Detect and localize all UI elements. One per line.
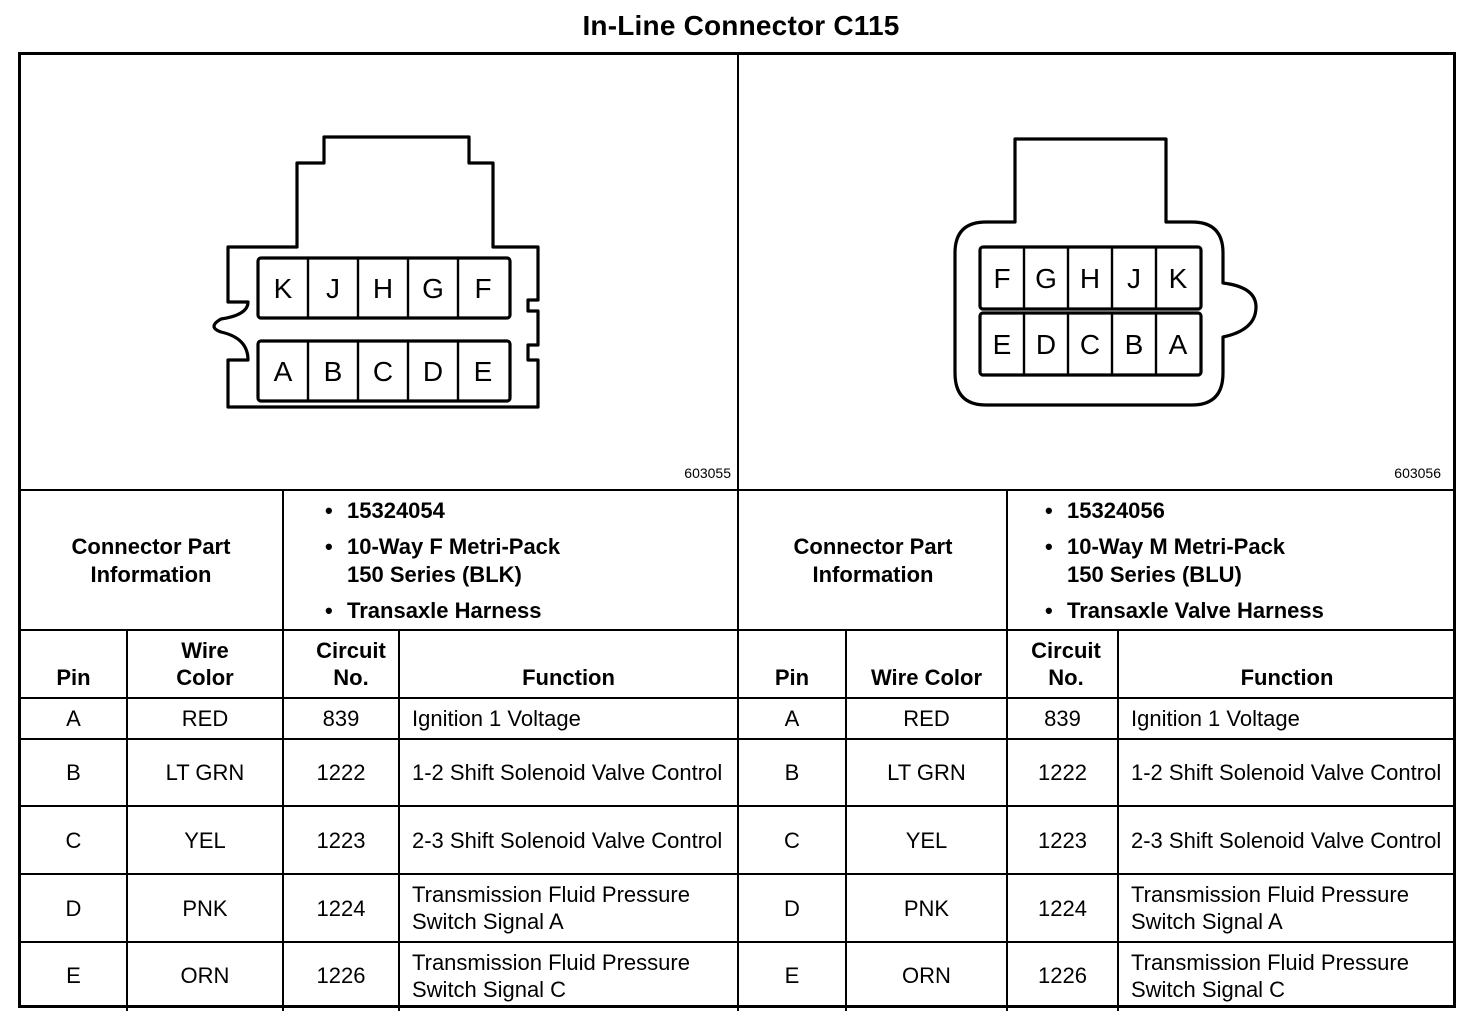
pin-label-b: B — [324, 356, 343, 387]
harness: Transaxle Harness — [323, 597, 733, 625]
pin-cell: C — [784, 827, 800, 853]
pin-label-h: H — [373, 273, 393, 304]
wire-color-cell: YEL — [184, 827, 226, 853]
connector-part-info-left: 15324054 10-Way F Metri-Pack 150 Series … — [323, 497, 733, 625]
header-pin-right: Pin — [774, 665, 810, 690]
circuit-cell: 1224 — [1038, 895, 1087, 921]
function-cell: Transmission Fluid Pressure Switch Signa… — [412, 882, 690, 934]
wire-color-cell: PNK — [903, 895, 950, 921]
pin-label-k: K — [274, 273, 293, 304]
wire-color-cell: PNK — [182, 895, 228, 921]
wire-color-cell: YEL — [905, 827, 948, 853]
function-cell: Ignition 1 Voltage — [412, 706, 581, 731]
header-pin-left: Pin — [56, 665, 91, 690]
pin-label-g: G — [1035, 263, 1057, 294]
wire-color-cell: LT GRN — [887, 760, 966, 785]
pin-cell: E — [784, 963, 800, 988]
header-circuit-left: Circuit No. — [316, 638, 386, 690]
pin-label-k: K — [1169, 263, 1188, 294]
drawing-number-left: 603055 — [684, 465, 731, 481]
header-function-left: Function — [522, 665, 615, 690]
connector-type: 10-Way F Metri-Pack — [323, 533, 733, 561]
connector-part-info-label-left: Connector Part Information — [71, 534, 231, 587]
function-cell: 2-3 Shift Solenoid Valve Control — [412, 827, 723, 853]
pin-label-h: H — [1080, 263, 1100, 294]
function-cell: 1-2 Shift Solenoid Valve Control — [1131, 760, 1442, 785]
page-title: In-Line Connector C115 — [582, 10, 900, 41]
part-number: 15324054 — [323, 497, 733, 525]
pin-cell: E — [66, 963, 81, 988]
center-divider — [737, 55, 739, 1011]
pin-label-a: A — [274, 356, 293, 387]
pin-label-f: F — [993, 263, 1010, 294]
header-circuit-right: Circuit No. — [1031, 638, 1101, 690]
pin-label-e: E — [993, 329, 1012, 360]
pin-cell: D — [784, 895, 800, 921]
wire-color-cell: LT GRN — [165, 760, 245, 785]
connector-part-info-label-right: Connector Part Information — [793, 534, 953, 587]
function-cell: Transmission Fluid Pressure Switch Signa… — [1131, 882, 1409, 934]
circuit-cell: 839 — [322, 706, 360, 731]
circuit-cell: 1223 — [316, 827, 366, 853]
circuit-cell: 1226 — [316, 963, 366, 988]
pin-cell: D — [65, 895, 82, 921]
connector-series: 150 Series (BLK) — [347, 562, 522, 587]
pin-cell: C — [65, 827, 82, 853]
pin-cell: B — [784, 760, 800, 785]
pin-cell: A — [784, 706, 800, 731]
circuit-cell: 1224 — [316, 895, 366, 921]
circuit-cell: 1226 — [1038, 963, 1087, 988]
function-cell: Transmission Fluid Pressure Switch Signa… — [1131, 949, 1409, 1002]
connector-series: 150 Series (BLU) — [1067, 562, 1242, 587]
pin-cell: B — [66, 760, 81, 785]
pin-label-f: F — [474, 273, 491, 304]
wire-color-cell: RED — [903, 706, 950, 731]
function-cell: Ignition 1 Voltage — [1131, 706, 1300, 731]
circuit-cell: 1223 — [1038, 827, 1087, 853]
pin-label-e: E — [474, 356, 493, 387]
circuit-cell: 1222 — [316, 760, 366, 785]
header-function-right: Function — [1240, 665, 1334, 690]
connector-type: 10-Way M Metri-Pack — [1043, 533, 1453, 561]
pin-label-d: D — [423, 356, 443, 387]
function-cell: 2-3 Shift Solenoid Valve Control — [1131, 827, 1442, 853]
pin-label-a: A — [1169, 329, 1188, 360]
header-wire-color-left: Wire Color — [176, 638, 234, 690]
circuit-cell: 839 — [1044, 706, 1081, 731]
pin-label-d: D — [1036, 329, 1056, 360]
pin-label-g: G — [422, 273, 444, 304]
pin-cell: A — [66, 706, 81, 731]
function-cell: Transmission Fluid Pressure Switch Signa… — [412, 949, 690, 1002]
pin-label-c: C — [373, 356, 393, 387]
circuit-cell: 1222 — [1038, 760, 1087, 785]
function-cell: 1-2 Shift Solenoid Valve Control — [412, 760, 723, 785]
pin-label-c: C — [1080, 329, 1100, 360]
pin-label-b: B — [1125, 329, 1144, 360]
drawing-number-right: 603056 — [1394, 465, 1441, 481]
harness: Transaxle Valve Harness — [1043, 597, 1453, 625]
connector-part-info-right: 15324056 10-Way M Metri-Pack 150 Series … — [1043, 497, 1453, 625]
part-number: 15324056 — [1043, 497, 1453, 525]
wire-color-cell: RED — [181, 706, 229, 731]
pin-label-j: J — [326, 273, 340, 304]
wire-color-cell: ORN — [902, 963, 951, 988]
pin-label-j: J — [1127, 263, 1141, 294]
header-wire-color-right: Wire Color — [870, 665, 983, 690]
wire-color-cell: ORN — [180, 963, 230, 988]
